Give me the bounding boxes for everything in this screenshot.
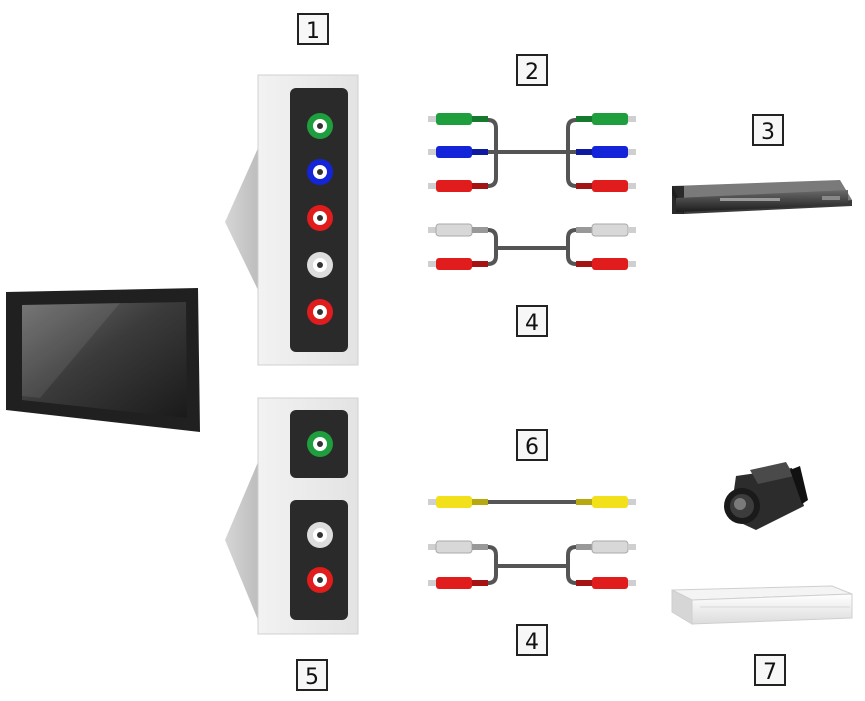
audio-cable-icon bbox=[428, 540, 636, 589]
white-jack-icon bbox=[307, 252, 333, 278]
yellow-plug-icon bbox=[576, 496, 636, 508]
label-composite-terminals: 5 bbox=[296, 659, 328, 691]
audio-cable-icon bbox=[428, 223, 636, 270]
label-source-device: 3 bbox=[752, 114, 784, 146]
white-plug-icon bbox=[576, 223, 636, 237]
label-text: 2 bbox=[525, 60, 539, 85]
component-terminal-panel bbox=[257, 74, 359, 366]
composite-terminal-panel bbox=[257, 397, 359, 635]
component-cable-icon bbox=[428, 113, 636, 192]
label-audio-cable-top: 4 bbox=[516, 305, 548, 337]
red-plug-icon bbox=[576, 258, 636, 270]
red-plug-icon bbox=[576, 577, 636, 589]
green-jack-icon bbox=[307, 431, 333, 457]
label-text: 6 bbox=[525, 435, 539, 460]
set-top-box-icon bbox=[671, 585, 853, 625]
white-jack-icon bbox=[307, 522, 333, 548]
white-plug-icon bbox=[576, 540, 636, 554]
red-jack-icon bbox=[307, 567, 333, 593]
label-text: 4 bbox=[525, 311, 539, 336]
red-plug-icon bbox=[428, 258, 488, 270]
camcorder-icon bbox=[724, 462, 808, 530]
white-plug-icon bbox=[428, 223, 488, 237]
zoom-wedge-bottom bbox=[225, 462, 258, 620]
green-jack-icon bbox=[307, 113, 333, 139]
red-plug-icon bbox=[576, 180, 636, 192]
label-component-terminals: 1 bbox=[297, 13, 329, 45]
green-plug-icon bbox=[576, 113, 636, 125]
blue-plug-icon bbox=[428, 146, 488, 158]
red-plug-icon bbox=[428, 180, 488, 192]
label-audio-cable-bottom: 4 bbox=[516, 624, 548, 656]
green-plug-icon bbox=[428, 113, 488, 125]
blue-jack-icon bbox=[307, 159, 333, 185]
label-av-devices: 7 bbox=[754, 654, 786, 686]
label-text: 5 bbox=[305, 665, 319, 690]
blue-plug-icon bbox=[576, 146, 636, 158]
tv-icon bbox=[6, 288, 200, 432]
zoom-wedge-top bbox=[225, 148, 258, 290]
red-jack-icon bbox=[307, 205, 333, 231]
label-component-cable: 2 bbox=[516, 54, 548, 86]
label-text: 7 bbox=[763, 660, 777, 685]
white-plug-icon bbox=[428, 540, 488, 554]
yellow-plug-icon bbox=[428, 496, 488, 508]
red-jack-icon bbox=[307, 299, 333, 325]
red-plug-icon bbox=[428, 577, 488, 589]
label-text: 1 bbox=[306, 19, 320, 44]
dvd-player-icon bbox=[672, 180, 852, 214]
label-text: 4 bbox=[525, 630, 539, 655]
label-text: 3 bbox=[761, 120, 775, 145]
label-video-cable: 6 bbox=[516, 429, 548, 461]
video-cable-icon bbox=[428, 496, 636, 508]
